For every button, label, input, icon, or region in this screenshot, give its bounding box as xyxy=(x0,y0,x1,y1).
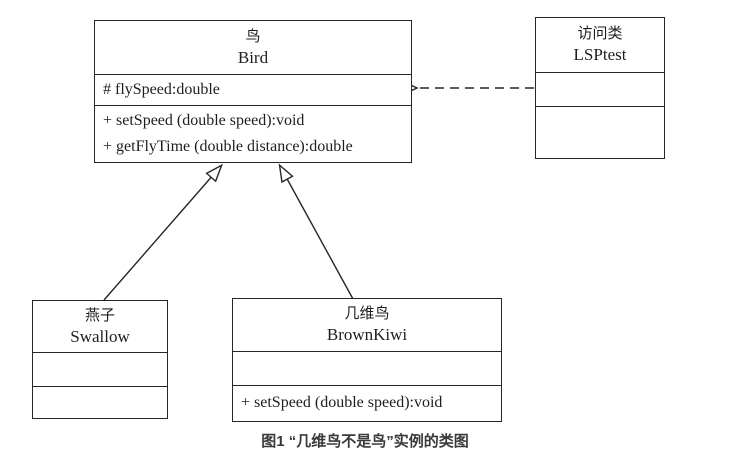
method-getflytime: + getFlyTime (double distance):double xyxy=(103,138,353,155)
class-name-en: Swallow xyxy=(70,326,130,346)
class-box-brownkiwi: 几维鸟 BrownKiwi + setSpeed (double speed):… xyxy=(232,298,502,422)
class-header-swallow: 燕子 Swallow xyxy=(33,301,167,352)
class-box-lsptest: 访问类 LSPtest xyxy=(535,17,665,159)
method-setspeed: + setSpeed (double speed):void xyxy=(241,394,443,411)
class-name-zh: 几维鸟 xyxy=(344,306,390,322)
class-name-en: BrownKiwi xyxy=(326,325,408,344)
attribute-flyspeed: # flySpeed:double xyxy=(103,81,220,98)
class-attributes-brownkiwi-empty xyxy=(233,351,501,385)
class-name-zh: 鸟 xyxy=(245,28,261,45)
class-attributes-swallow-empty xyxy=(33,352,167,386)
class-methods-swallow-empty xyxy=(33,386,167,417)
class-header-bird: 鸟 Bird xyxy=(95,21,411,74)
class-name-zh: 燕子 xyxy=(84,307,115,324)
figure-caption: 图1 “几维鸟不是鸟”实例的类图 xyxy=(261,433,469,450)
class-name-en: LSPtest xyxy=(573,45,627,64)
method-setspeed: + setSpeed (double speed):void xyxy=(103,112,305,129)
class-name-en: Bird xyxy=(237,47,269,67)
class-header-lsptest: 访问类 LSPtest xyxy=(536,18,664,72)
class-attributes-bird: # flySpeed:double xyxy=(95,74,411,105)
class-methods-brownkiwi: + setSpeed (double speed):void xyxy=(233,385,501,420)
class-name-zh: 访问类 xyxy=(577,26,623,42)
generalization-arrow-brownkiwi-to-bird xyxy=(280,166,354,300)
class-box-swallow: 燕子 Swallow xyxy=(32,300,168,419)
class-methods-bird: + setSpeed (double speed):void + getFlyT… xyxy=(95,105,411,160)
class-box-bird: 鸟 Bird # flySpeed:double + setSpeed (dou… xyxy=(94,20,412,163)
class-header-brownkiwi: 几维鸟 BrownKiwi xyxy=(233,299,501,351)
generalization-arrow-swallow-to-bird xyxy=(103,166,221,301)
class-methods-lsptest-empty xyxy=(536,106,664,157)
class-attributes-lsptest-empty xyxy=(536,72,664,106)
